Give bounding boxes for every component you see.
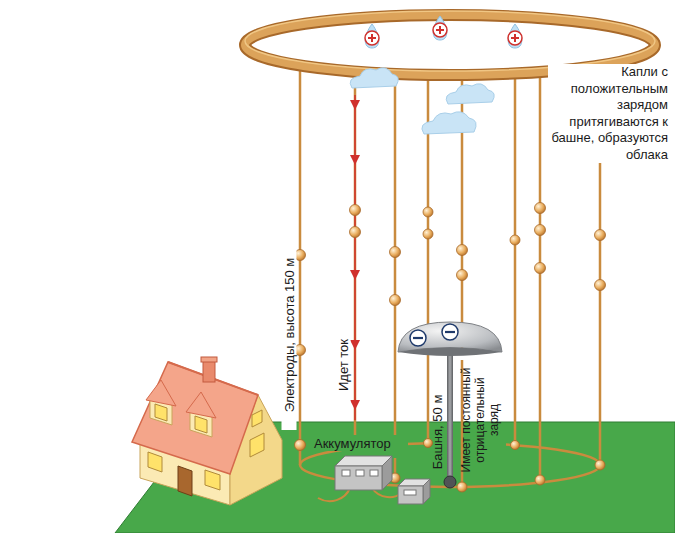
electrode-beads: [535, 263, 546, 274]
clouds: [446, 84, 494, 104]
battery: [423, 479, 430, 504]
electrode-beads: [295, 203, 606, 493]
minus-symbol: [413, 337, 423, 339]
house: [252, 410, 262, 427]
tower: [398, 348, 502, 357]
electrode-beads: [350, 227, 361, 238]
house: [132, 362, 258, 474]
electrode-beads: [457, 482, 467, 492]
clouds: [350, 68, 494, 134]
charged-drops: [433, 16, 447, 40]
electrode-rods: [354, 72, 357, 435]
current-label: Идет ток: [336, 325, 351, 405]
plus-symbol: [368, 34, 376, 42]
electrode-rods: [539, 71, 542, 480]
electrode-beads: [350, 205, 361, 216]
current-arrows: [350, 155, 360, 165]
house: [148, 452, 162, 472]
house: [132, 357, 282, 505]
charged-drops: [508, 24, 522, 48]
note-text: Имеет постоянный отрицательный заряд: [459, 358, 501, 482]
current-arrows: [350, 340, 360, 350]
dormer: [155, 404, 167, 421]
clouds: [422, 112, 476, 134]
current-arrows: [350, 95, 360, 420]
charged-drops: [365, 16, 522, 48]
minus-symbol: [410, 330, 426, 346]
dormer: [186, 392, 216, 437]
battery: [382, 456, 392, 490]
electrode-beads: [595, 460, 605, 470]
current-arrows: [354, 95, 356, 420]
tower: [444, 476, 456, 488]
electrode-rods: [299, 64, 302, 465]
electrode-beads: [511, 441, 520, 450]
plus-symbol: [365, 31, 379, 45]
electrode-beads: [390, 247, 401, 258]
plus-symbol: [433, 23, 447, 37]
dormer: [146, 380, 176, 406]
dormer: [186, 392, 216, 418]
house: [178, 466, 192, 496]
battery-label: Аккумулятор: [312, 436, 408, 451]
top-ring: [245, 11, 655, 71]
electrode-beads: [295, 440, 306, 451]
electrode-beads: [595, 280, 606, 291]
current-arrows: [350, 270, 360, 280]
electrode-beads: [535, 203, 546, 214]
plus-symbol: [433, 23, 447, 37]
battery: [356, 470, 364, 476]
minus-symbol: [442, 324, 458, 340]
battery: [318, 456, 430, 504]
electrode-beads: [390, 295, 401, 306]
house: [205, 470, 220, 490]
battery: [398, 486, 423, 504]
house: [203, 360, 215, 382]
battery: [342, 470, 350, 476]
tower: [447, 350, 453, 480]
dimension-label: Башня, 50 м: [430, 387, 445, 477]
minus-symbol: [445, 331, 455, 333]
electrode-beads: [423, 207, 433, 217]
house: [250, 433, 264, 457]
dormer: [146, 380, 176, 425]
electrode-beads: [457, 245, 468, 256]
dimension-label: Электроды, высота 150 м: [282, 240, 297, 430]
minus-symbol: [410, 330, 426, 346]
house: [201, 357, 217, 362]
plus-symbol: [508, 31, 522, 45]
plus-symbol: [511, 34, 519, 42]
dormer: [195, 416, 207, 433]
plus-symbol: [365, 31, 379, 45]
battery: [335, 466, 382, 490]
current-arrows: [350, 100, 360, 110]
charged-drops: [365, 24, 379, 48]
electrode-beads: [457, 270, 468, 281]
electrode-beads: [510, 235, 520, 245]
note-text: Капли с положительным зарядом притягиваю…: [548, 64, 670, 163]
electrode-beads: [535, 475, 545, 485]
plus-symbol: [508, 31, 522, 45]
clouds: [350, 68, 398, 88]
electrode-beads: [595, 230, 606, 241]
current-arrows: [350, 400, 360, 410]
electrode-beads: [423, 229, 433, 239]
tower: [398, 322, 502, 488]
plus-symbol: [436, 26, 444, 34]
minus-symbol: [442, 324, 458, 340]
battery: [370, 470, 378, 476]
battery: [404, 490, 416, 495]
electrode-beads: [535, 225, 546, 236]
electrode-rods: [514, 72, 517, 445]
